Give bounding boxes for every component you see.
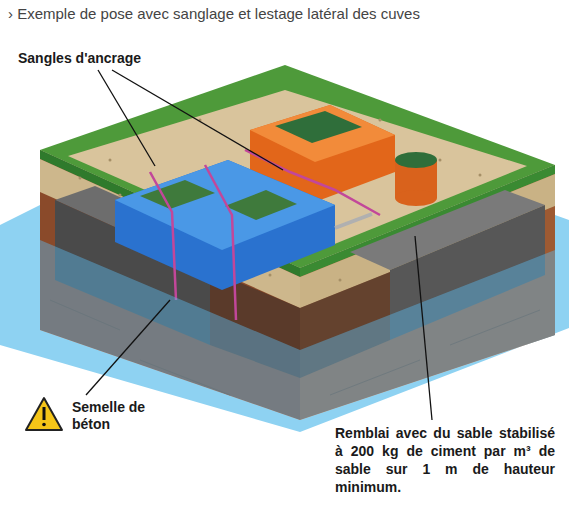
- anchor-straps-part: [205, 165, 236, 320]
- orange-tank-top: [250, 105, 395, 162]
- gravel-dots-part: [439, 159, 442, 162]
- anchor-straps-part: [150, 172, 176, 300]
- warning-icon-part: [26, 398, 62, 430]
- warning-icon-part: [42, 423, 46, 427]
- warning-icon: [26, 398, 62, 430]
- gravel-dots-part: [79, 177, 82, 180]
- warning-icon-part: [43, 407, 46, 420]
- note-label: Remblai avec du sable stabilisé à 200 kg…: [335, 424, 555, 496]
- leader-lines-part: [86, 300, 170, 395]
- anchor-straps: [150, 150, 380, 320]
- manhole-bottom: [395, 190, 437, 206]
- orange-tank-lid: [275, 111, 362, 143]
- warning-label: Semelle de béton: [72, 399, 146, 433]
- manhole-lid: [395, 152, 437, 168]
- leader-lines-part: [98, 70, 155, 166]
- gravel-dots-part: [119, 194, 122, 197]
- gravel-dots-part: [379, 119, 382, 122]
- blue-tank-lid: [140, 180, 215, 209]
- blue-tank-lid: [225, 190, 297, 220]
- leader-lines: [86, 70, 432, 420]
- diagram-title: › Exemple de pose avec sanglage et lesta…: [8, 5, 420, 22]
- leader-lines-part: [112, 70, 283, 170]
- gravel-dots-part: [479, 174, 482, 177]
- water-overlay: [40, 240, 555, 420]
- gravel-dots-part: [339, 279, 342, 282]
- gravel-dots-part: [109, 159, 112, 162]
- part-label: Sangles d'ancrage: [18, 50, 141, 66]
- blue-tank-top: [115, 160, 335, 250]
- leader-lines-part: [415, 236, 432, 420]
- blue-tank: [115, 160, 335, 290]
- pipe: [335, 214, 372, 228]
- gravel-dots-part: [269, 274, 272, 277]
